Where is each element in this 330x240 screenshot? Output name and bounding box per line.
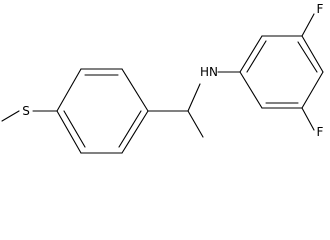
right-benzene-ring xyxy=(239,13,324,131)
fluorine-bottom-atom-label: F xyxy=(317,125,324,139)
ethyl-linker-bonds xyxy=(147,71,241,138)
amine-atom-label: HN xyxy=(200,65,218,79)
chemical-structure: S HN F F xyxy=(1,2,324,154)
left-benzene-ring xyxy=(56,68,149,154)
sulfur-atom-label: S xyxy=(22,104,30,118)
fluorine-top-atom-label: F xyxy=(317,2,324,16)
methylthio-bonds xyxy=(1,110,58,122)
